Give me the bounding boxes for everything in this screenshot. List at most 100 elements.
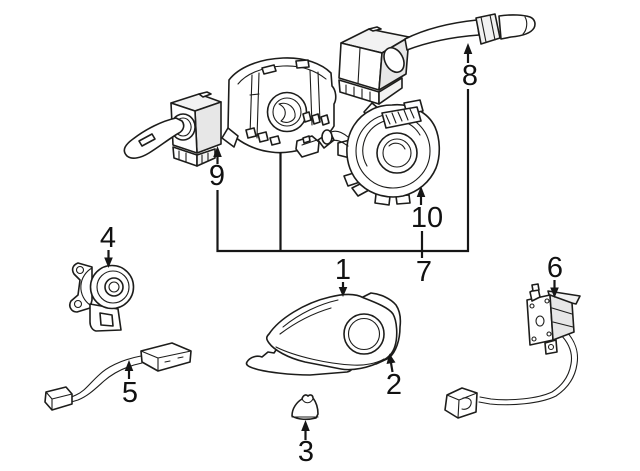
callout-6-label[interactable]: 6 (547, 252, 563, 284)
part-spiral-cable (295, 99, 441, 206)
bracket-hole-bottom (73, 299, 83, 309)
callout-7-label[interactable]: 7 (416, 256, 432, 288)
hole-cover-ridge (301, 398, 314, 404)
lever-knob (498, 14, 536, 40)
cover-streak-2 (279, 307, 332, 335)
switch6-screw-1 (529, 303, 535, 309)
callout-5-label[interactable]: 5 (122, 377, 138, 409)
base-slot-top-right (295, 59, 310, 69)
callout-3[interactable]: 3 (298, 420, 314, 468)
sensor-hub-outer (104, 277, 124, 297)
callout-2[interactable]: 2 (386, 353, 402, 402)
part-column-cover (245, 292, 402, 376)
cover-shaft-hole (343, 313, 385, 355)
lever-ferrule (475, 13, 501, 45)
switch6-side-face (549, 294, 575, 341)
base-rib-left (249, 72, 260, 139)
switch6-connector-clip (461, 397, 472, 410)
callout-7-bracket (216, 89, 470, 258)
callout-4-label[interactable]: 4 (100, 222, 116, 254)
callout-9-arrowhead (213, 146, 222, 157)
switch6-top-knob (531, 283, 540, 292)
base-left-foot (221, 127, 239, 148)
switch6-connector (444, 387, 478, 419)
callout-1-label[interactable]: 1 (335, 254, 351, 286)
spiral-wire (330, 130, 349, 147)
callout-3-arrowhead (301, 420, 310, 431)
shaft-cam (278, 102, 296, 123)
callout-6[interactable]: 6 (547, 252, 563, 298)
harness-connector-small-edge (45, 391, 73, 411)
part-wire-harness (44, 342, 192, 411)
switch6-connector-edge (446, 392, 478, 419)
callout-1-arrowhead (338, 287, 348, 297)
wiper-front-edge (357, 47, 361, 85)
callout-9-label[interactable]: 9 (209, 160, 225, 192)
base-slot-r3 (320, 114, 330, 126)
sensor-lower-slot (99, 312, 114, 327)
callout-9[interactable]: 9 (209, 146, 225, 192)
callout-1[interactable]: 1 (335, 254, 351, 297)
switch-connector-slots (178, 150, 209, 164)
spiral-hub-notch (388, 142, 406, 150)
switch6-bottom-tab (544, 339, 558, 355)
callout-8-label[interactable]: 8 (462, 60, 478, 92)
switch6-screw-4 (546, 331, 552, 337)
sensor-hub-inner (108, 281, 120, 293)
lever-socket (383, 46, 405, 74)
base-slot-b2 (257, 131, 269, 143)
base-slot-b1 (245, 127, 257, 139)
part-wiper-switch (338, 26, 410, 105)
part-turn-signal-switch (123, 91, 222, 167)
spiral-hatch-lines (385, 108, 415, 125)
harness-connector-small (44, 386, 73, 411)
part-key-switch (444, 283, 581, 419)
switch6-side-lines (551, 307, 574, 328)
spiral-ring-2 (362, 119, 421, 167)
spiral-wire-connector-notch (302, 135, 311, 144)
wiper-top-tab (368, 26, 382, 32)
switch6-wire (478, 329, 579, 406)
switch6-screw-2 (544, 298, 550, 304)
wiper-connector-slots (345, 84, 371, 102)
callout-10[interactable]: 10 (411, 186, 443, 234)
base-slot-r1 (302, 111, 312, 123)
cover-streak-1 (282, 299, 339, 328)
part-combination-switch-base (221, 57, 337, 154)
sensor-face-mid (96, 270, 130, 304)
callout-10-label[interactable]: 10 (411, 202, 443, 234)
callout-8[interactable]: 8 (462, 43, 478, 92)
harness-connector-large-edge (140, 350, 192, 372)
cover-shaft-hole-rim (347, 317, 381, 351)
shaft-ring-inner (272, 97, 302, 127)
base-slot-top-left (261, 64, 277, 75)
callout-3-label[interactable]: 3 (298, 436, 314, 468)
base-inner-contour (237, 65, 327, 85)
harness-connector-marks (164, 356, 184, 363)
callout-8-arrowhead (463, 43, 473, 54)
callout-2-label[interactable]: 2 (386, 369, 402, 401)
part-wiper-lever (404, 13, 536, 51)
lever-detail-plate (138, 133, 156, 147)
switch6-front-plate (526, 294, 554, 346)
bracket-line (216, 89, 470, 253)
part-ignition-sensor (69, 262, 135, 332)
spiral-hub-inner (382, 138, 412, 168)
switch6-bottom-hole (547, 343, 555, 351)
lever-ferrule-lines (480, 14, 496, 43)
lever-knob-cap (522, 16, 528, 35)
callout-4-arrowhead (104, 257, 113, 268)
cover-seam (275, 346, 385, 366)
switch6-screw-3 (531, 336, 537, 342)
harness-connector-large (140, 342, 192, 372)
callout-5[interactable]: 5 (122, 360, 138, 409)
hole-cover-body (291, 394, 319, 421)
wiper-connector-side (378, 77, 403, 105)
wire-grommet (321, 129, 333, 145)
callout-2-shaft (389, 362, 394, 373)
callout-4[interactable]: 4 (100, 222, 116, 268)
switch-right-face (194, 101, 222, 154)
callout-7[interactable]: 7 (416, 256, 432, 288)
